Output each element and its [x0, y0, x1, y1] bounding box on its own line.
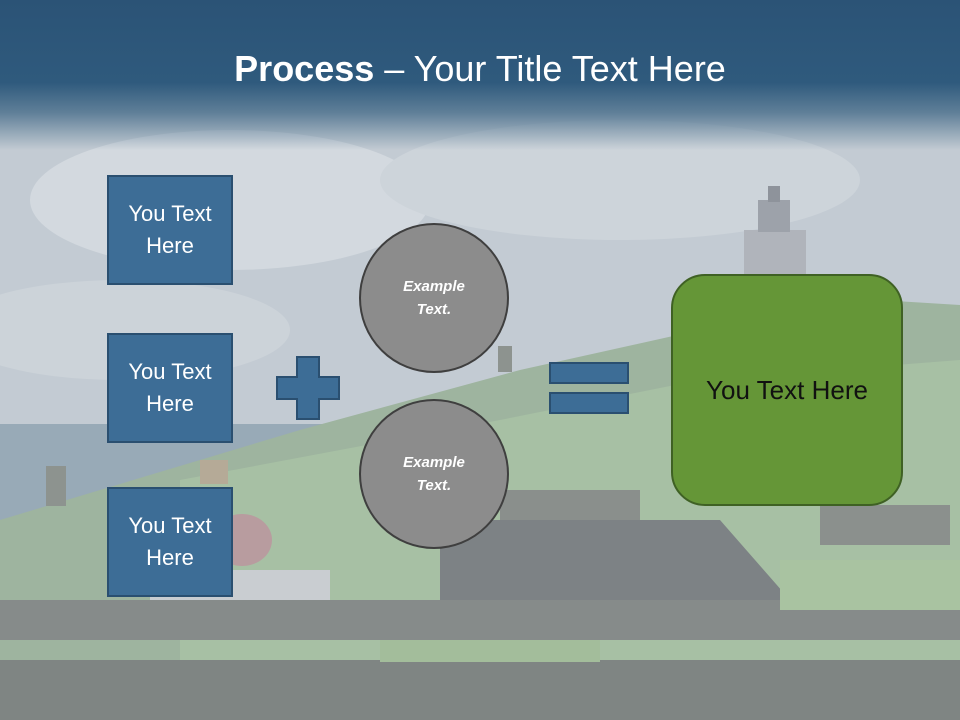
result-label: You Text Here [706, 374, 868, 405]
plus-icon [276, 356, 340, 420]
circle-label: Example Text. [403, 278, 465, 318]
example-circle-2[interactable]: Example Text. [359, 399, 509, 549]
header-bar [0, 0, 960, 150]
result-box[interactable]: You Text Here [671, 274, 903, 506]
slide-title: Process – Your Title Text Here [0, 48, 960, 90]
circle-label: Example Text. [403, 454, 465, 494]
title-regular-part: – Your Title Text Here [374, 48, 726, 89]
input-box-2[interactable]: You Text Here [107, 333, 233, 443]
input-box-1[interactable]: You Text Here [107, 175, 233, 285]
example-circle-1[interactable]: Example Text. [359, 223, 509, 373]
input-box-3[interactable]: You Text Here [107, 487, 233, 597]
input-box-label: You Text Here [128, 201, 212, 258]
input-box-label: You Text Here [128, 513, 212, 570]
input-box-label: You Text Here [128, 359, 212, 416]
equals-icon [549, 362, 629, 414]
title-bold-part: Process [234, 48, 375, 89]
